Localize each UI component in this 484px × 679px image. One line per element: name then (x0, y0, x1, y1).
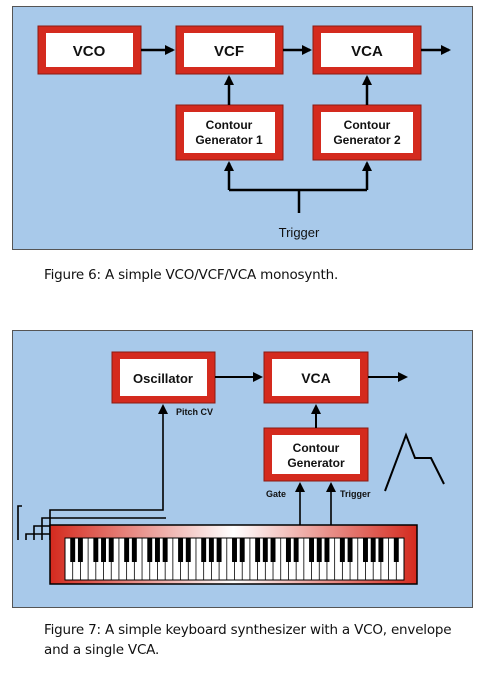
black-key (216, 538, 222, 562)
fig7-contour-line2: Generator (287, 456, 345, 470)
black-key (101, 538, 106, 562)
fig7-vca-block: VCA (263, 351, 369, 404)
black-key (201, 538, 207, 562)
gate-label: Gate (266, 489, 286, 499)
fig6-contour1-line1: Contour (206, 118, 253, 132)
black-key (309, 538, 315, 562)
fig7-oscillator-block: Oscillator (111, 351, 216, 404)
fig6-contour2-block: Contour Generator 2 (312, 104, 422, 161)
keyboard-icon (49, 524, 418, 585)
fig6-vco-label: VCO (73, 43, 106, 60)
black-key (285, 538, 291, 562)
trigger-label: Trigger (340, 489, 371, 499)
black-key (270, 538, 276, 562)
fig6-contour1-line2: Generator 1 (195, 133, 263, 147)
black-key (324, 538, 330, 562)
fig6-vca-label: VCA (351, 43, 383, 60)
black-key (239, 538, 245, 562)
black-key (393, 538, 399, 562)
black-key (293, 538, 299, 562)
fig6-arrows (141, 45, 451, 213)
black-key (339, 538, 345, 562)
envelope-icon (384, 432, 445, 492)
black-key (232, 538, 237, 562)
black-key (93, 538, 99, 562)
black-key (147, 538, 153, 562)
black-key (70, 538, 76, 562)
fig6-contour2-line1: Contour (344, 118, 391, 132)
pitch-cv-wire (49, 404, 168, 540)
fig6-trigger-label: Trigger (279, 225, 320, 240)
black-key (208, 538, 214, 562)
black-key (185, 538, 191, 562)
figure6-caption: Figure 6: A simple VCO/VCF/VCA monosynth… (44, 267, 339, 283)
black-key (124, 538, 130, 562)
fig7-contour-block: Contour Generator (263, 427, 369, 482)
fig6-vcf-block: VCF (175, 25, 284, 75)
black-key (131, 538, 137, 562)
black-key (370, 538, 376, 562)
fig6-contour1-block: Contour Generator 1 (175, 104, 284, 161)
black-key (363, 538, 368, 562)
fig7-vca-label: VCA (301, 370, 331, 386)
black-key (77, 538, 83, 562)
fig7-oscillator-label: Oscillator (133, 371, 193, 386)
black-key (347, 538, 353, 562)
fig6-vca-block: VCA (312, 25, 422, 75)
fig6-contour2-line2: Generator 2 (333, 133, 401, 147)
fig7-contour-line1: Contour (293, 441, 340, 455)
figure7-caption-line2: and a single VCA. (44, 642, 160, 658)
black-key (255, 538, 261, 562)
black-key (154, 538, 160, 562)
figure7-caption-line1: Figure 7: A simple keyboard synthesizer … (44, 622, 452, 638)
black-key (162, 538, 168, 562)
black-key (262, 538, 268, 562)
fig6-vco-block: VCO (37, 25, 142, 75)
wire-loop (17, 505, 22, 540)
pitch-cv-label: Pitch CV (176, 407, 213, 417)
pitch-cv-wire-2 (41, 517, 166, 540)
black-key (378, 538, 384, 562)
fig6-vcf-label: VCF (214, 43, 244, 60)
black-key (316, 538, 322, 562)
black-key (108, 538, 114, 562)
black-key (178, 538, 184, 562)
